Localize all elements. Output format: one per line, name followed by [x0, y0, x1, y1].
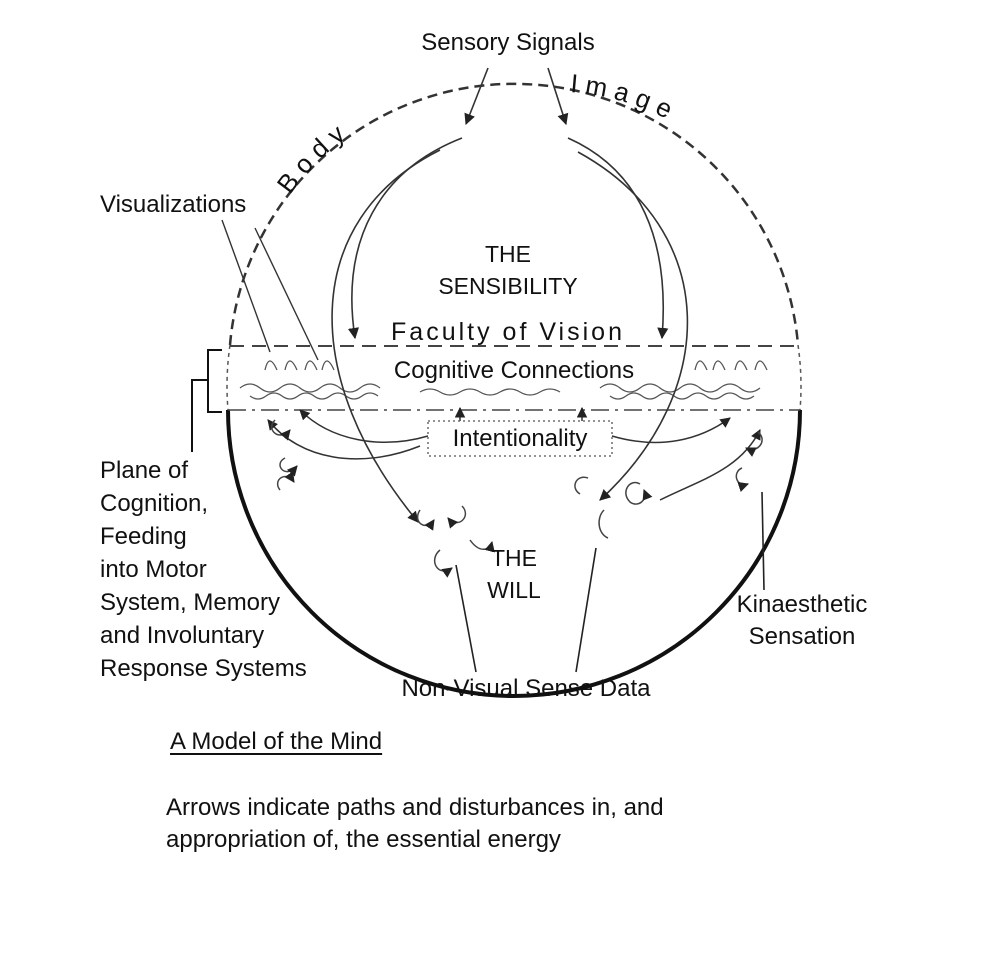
figure-title: A Model of the Mind [170, 728, 383, 755]
caption-line-2: appropriation of, the essential energy [166, 826, 561, 853]
svg-text:Response Systems: Response Systems [100, 655, 307, 682]
sensibility-label-1: THE [485, 241, 531, 267]
label-pointers [455, 491, 765, 673]
image-arc-label: I m a g e [569, 68, 677, 124]
svg-text:Feeding: Feeding [100, 523, 187, 550]
svg-text:Cognition,: Cognition, [100, 490, 208, 517]
sensory-signals-label: Sensory Signals [421, 29, 594, 56]
will-label-2: WILL [487, 577, 541, 603]
will-label-1: THE [491, 545, 537, 571]
svg-text:and Involuntary: and Involuntary [100, 622, 264, 649]
plane-of-cognition-label: Plane of Cognition, Feeding into Motor S… [100, 457, 307, 682]
visualization-pointers [221, 219, 319, 361]
disturbance-curls [270, 419, 763, 578]
intentionality-label: Intentionality [453, 425, 588, 452]
plane-bracket [191, 349, 222, 452]
kinaesthetic-label-1: Kinaesthetic [737, 591, 868, 618]
kinaesthetic-label-2: Sensation [749, 623, 856, 650]
lower-boundary [226, 409, 802, 698]
faculty-of-vision-label: Faculty of Vision [391, 318, 625, 346]
cognitive-texture [239, 360, 768, 400]
body-image-boundary [228, 82, 800, 346]
caption-line-1: Arrows indicate paths and disturbances i… [166, 794, 664, 821]
non-visual-sense-data-label: Non-Visual Sense Data [401, 675, 651, 702]
sensory-arrows [331, 67, 689, 523]
svg-text:System, Memory: System, Memory [100, 589, 280, 616]
intentionality-box [427, 420, 613, 457]
svg-text:Plane of: Plane of [100, 457, 188, 484]
cognitive-connections-label: Cognitive Connections [394, 357, 634, 384]
figure-caption: Arrows indicate paths and disturbances i… [166, 792, 664, 856]
svg-text:into Motor: into Motor [100, 556, 207, 583]
visualizations-label: Visualizations [100, 191, 246, 218]
sensibility-label-2: SENSIBILITY [438, 273, 577, 299]
body-arc-label: B o d y [271, 118, 350, 198]
